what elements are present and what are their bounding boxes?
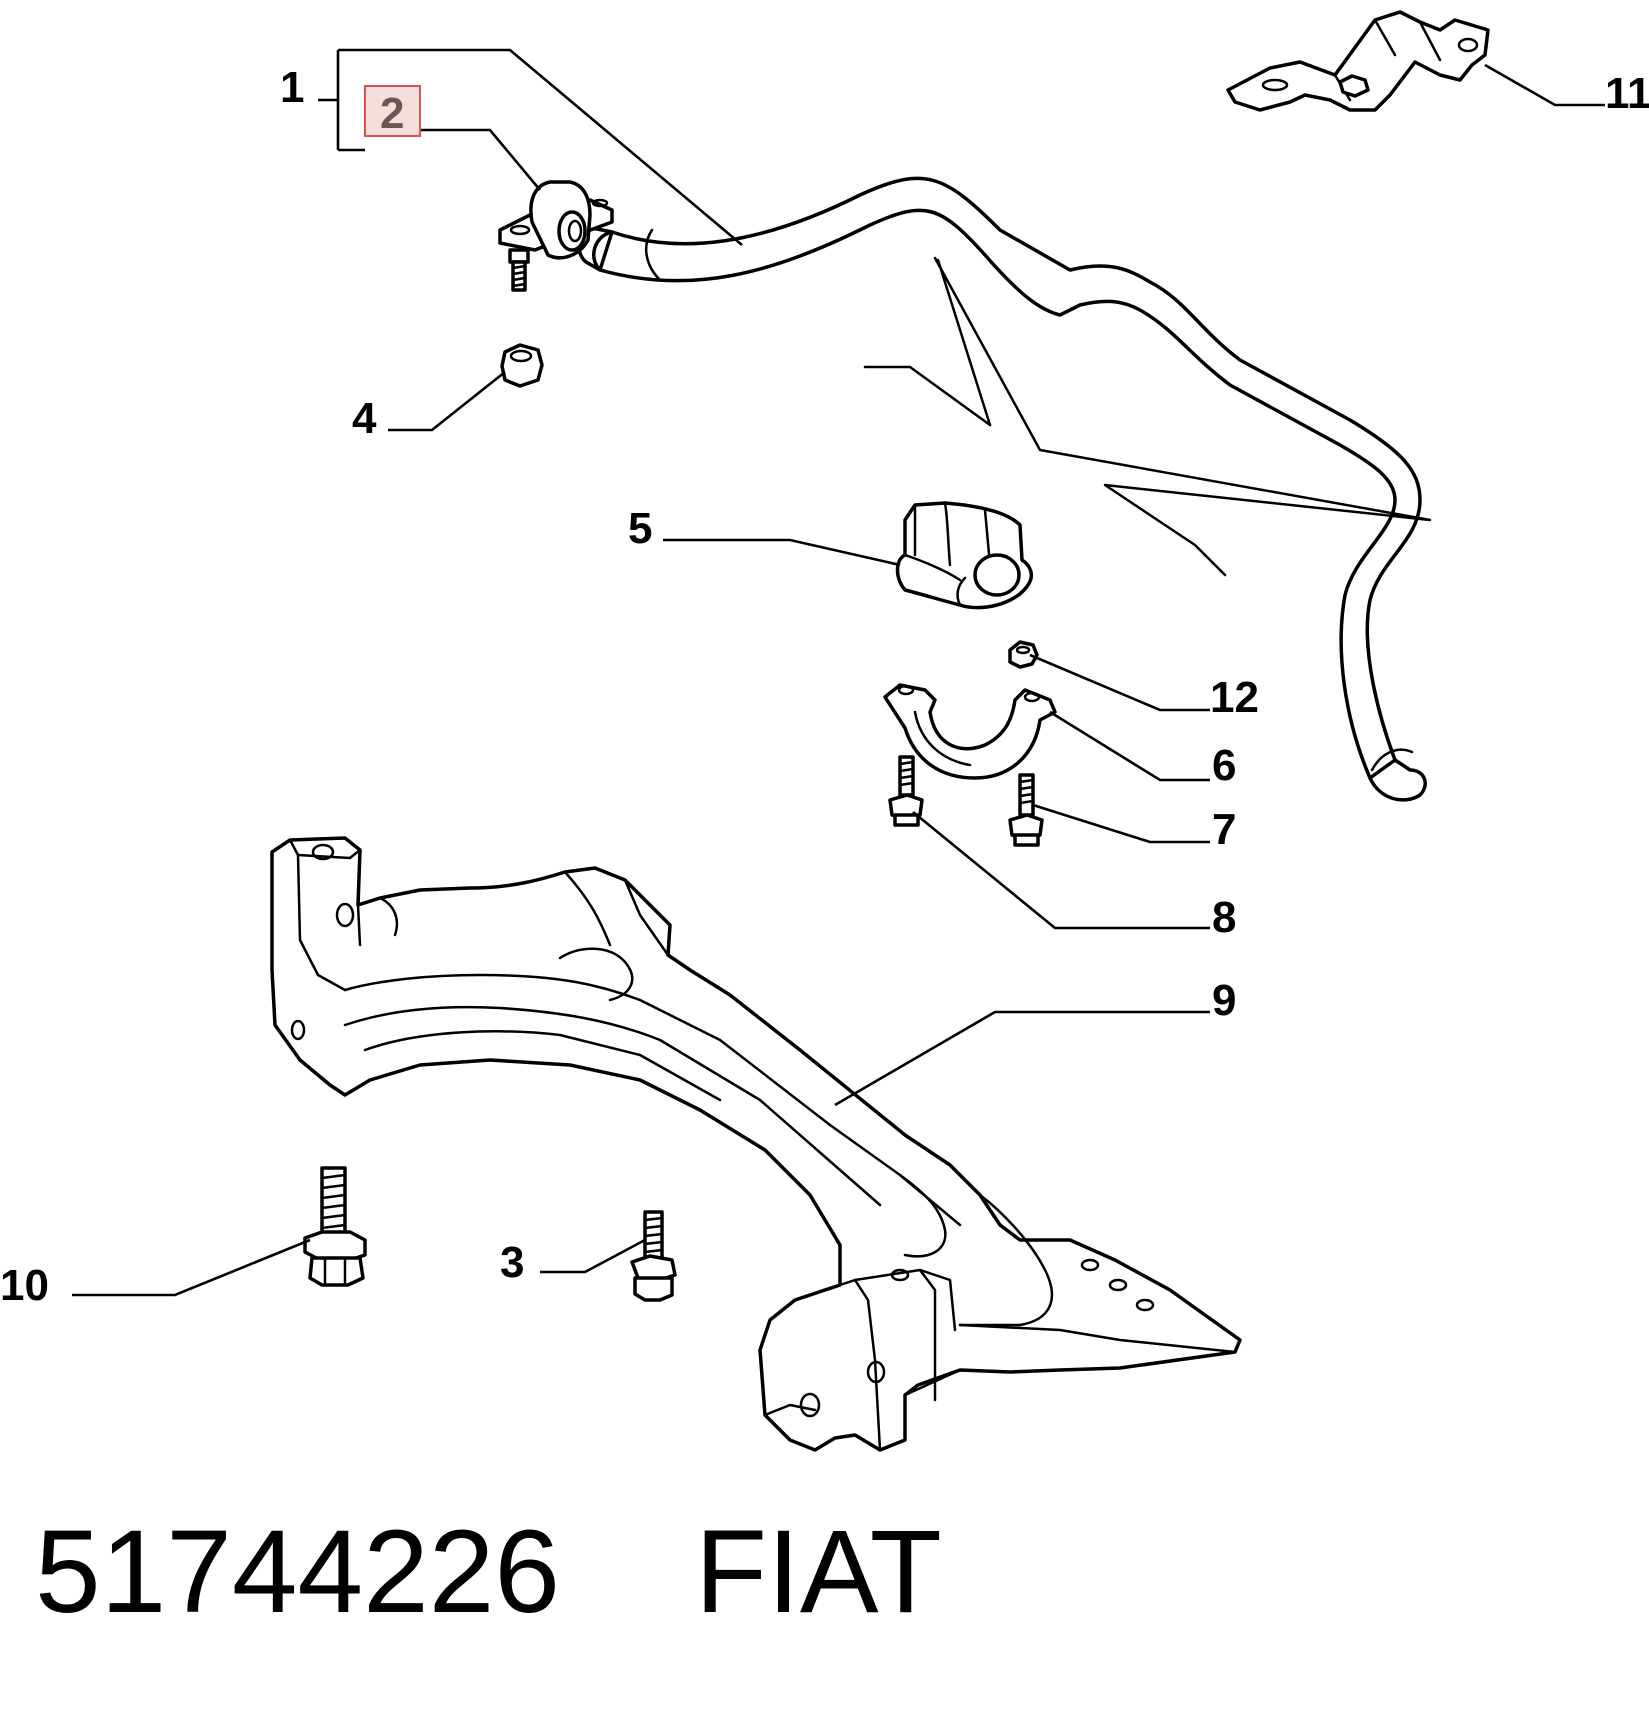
part-9-subframe (270, 836, 1242, 1452)
callout-6: 6 (1212, 741, 1236, 790)
background-reference-lines (863, 256, 1432, 577)
part-10-bolt (303, 1166, 367, 1287)
footer: 51744226 FIAT (35, 1506, 942, 1638)
part-12-nut (1008, 640, 1039, 669)
part-11-bracket (1226, 10, 1490, 112)
part-3-bolt (630, 1210, 677, 1302)
callout-2-highlight (364, 85, 421, 137)
callout-1: 1 (280, 63, 304, 112)
callout-8: 8 (1212, 893, 1236, 942)
part-4-nut (500, 343, 544, 388)
brand-name: FIAT (695, 1506, 942, 1638)
part-7-bolt (1008, 773, 1044, 847)
stabilizer-bar (577, 176, 1427, 802)
callout-7: 7 (1212, 805, 1236, 854)
callout-labels: 1 2 3 4 5 6 7 8 9 10 11 12 (0, 63, 1649, 1310)
callout-11: 11 (1605, 69, 1649, 118)
part-6-clamp (883, 683, 1057, 780)
callout-10: 10 (0, 1261, 49, 1310)
callout-2: 2 (380, 89, 404, 138)
leader-lines (72, 48, 1605, 1297)
part-number: 51744226 (35, 1506, 560, 1638)
part-5-bushing (895, 501, 1034, 610)
callout-4: 4 (352, 394, 377, 443)
part-2-link-bracket (498, 180, 614, 292)
callout-3: 3 (500, 1238, 524, 1287)
callout-9: 9 (1212, 976, 1236, 1025)
callout-12: 12 (1210, 673, 1259, 722)
callout-5: 5 (628, 504, 652, 553)
